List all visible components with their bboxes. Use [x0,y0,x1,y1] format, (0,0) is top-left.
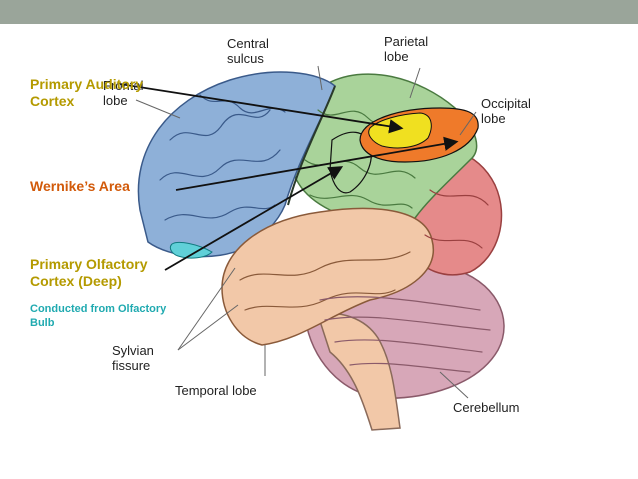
frontal-lobe-label: Frontal lobe [103,78,144,108]
auditory-arrow [119,83,404,134]
wernickes-area-outline [329,131,372,194]
olfactory-cortex-highlight [169,241,213,259]
primary-olfactory-cortex-annotation: Primary Olfactory Cortex (Deep) [30,256,148,289]
central-sulcus-line [287,85,336,206]
temporal-lobe-region [221,207,435,346]
wernickes-area-annotation: Wernike’s Area [30,178,130,194]
olfactory-note-annotation: Conducted from Olfactory Bulb [30,303,167,329]
brain-diagram [119,65,505,431]
annotation-arrows [119,83,459,271]
olfactory-arrow [164,166,344,271]
wernicke-arrow [175,136,459,191]
temporal-lobe-label: Temporal lobe [175,383,257,398]
central-sulcus-label: Central sulcus [227,36,269,66]
occipital-lobe-label: Occipital lobe [481,96,531,126]
sylvian-fissure-label: Sylvian fissure [112,343,154,373]
cerebellum-label: Cerebellum [453,400,520,415]
primary-auditory-cortex-annotation: Primary Auditory Cortex [30,76,144,109]
brainstem-region [317,312,401,431]
parietal-lobe-label: Parietal lobe [384,34,429,64]
leader-lines [135,65,477,399]
title-bar [0,0,638,24]
